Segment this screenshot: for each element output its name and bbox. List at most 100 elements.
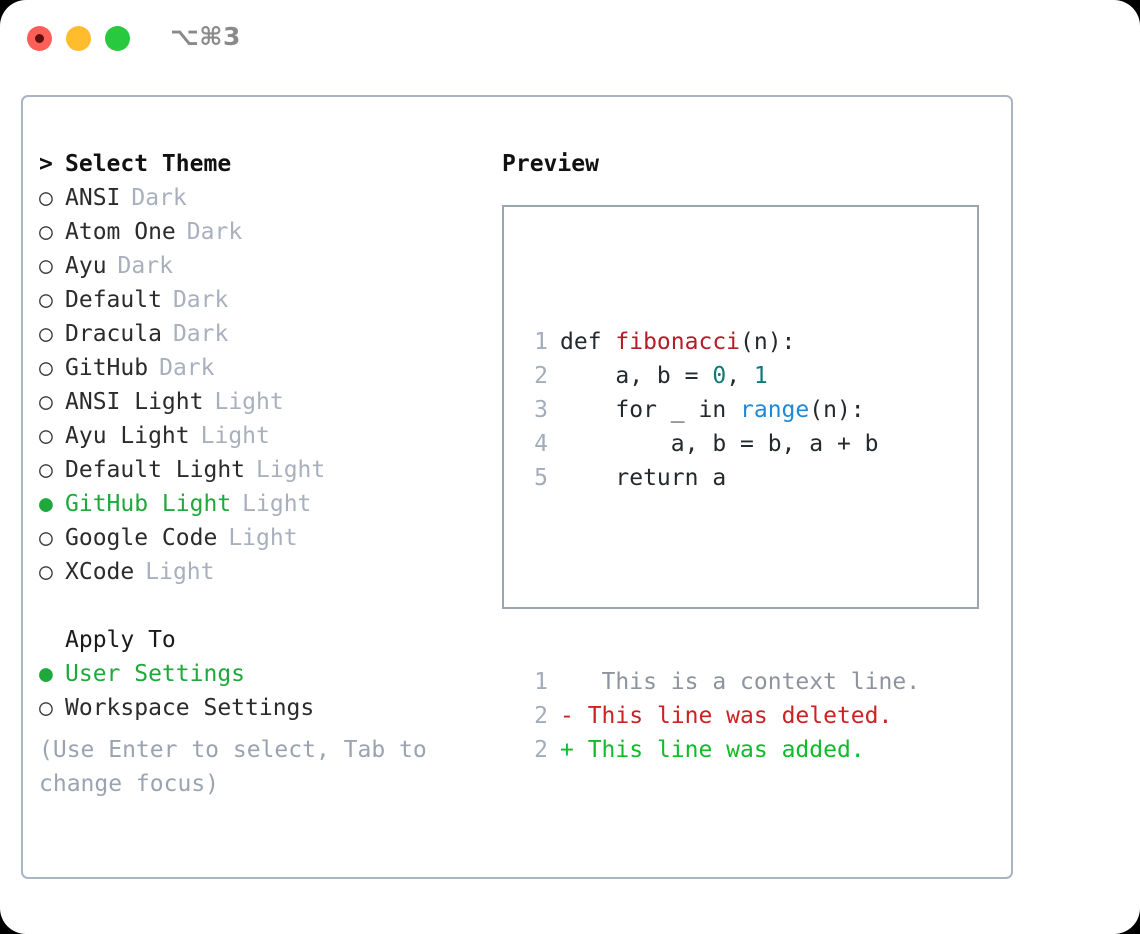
theme-name-label: Ayu (65, 253, 107, 279)
diff-line-text: This is a context line. (560, 665, 921, 699)
theme-variant-badge: Dark (172, 321, 229, 347)
maximize-button-icon[interactable] (105, 26, 130, 51)
diff-line: 2 + This line was added. (522, 733, 920, 767)
radio-unselected-icon: ○ (39, 457, 53, 483)
diff-sign: + (560, 737, 574, 763)
theme-variant-badge: Light (200, 423, 270, 449)
radio-unselected-icon: ○ (39, 185, 53, 211)
token-plain: , (726, 363, 754, 389)
line-number: 2 (534, 737, 548, 763)
code-line-text: for _ in range(n): (560, 393, 865, 427)
token-plain: (n): (740, 329, 796, 355)
token-function: fibonacci (615, 329, 741, 355)
theme-list-item[interactable]: ○ Atom One Dark (39, 215, 499, 249)
radio-selected-icon: ● (39, 661, 53, 687)
diff-text: This line was deleted. (573, 703, 893, 729)
theme-variant-badge: Light (256, 457, 326, 483)
theme-variant-badge: Light (214, 389, 284, 415)
diff-text: This is a context line. (573, 669, 921, 695)
minimize-button-icon[interactable] (66, 26, 91, 51)
token-number: 0 (712, 363, 727, 389)
theme-name-label: ANSI Light (65, 389, 204, 415)
theme-name-label: Dracula (65, 321, 162, 347)
line-number: 2 (534, 703, 548, 729)
token-plain: for _ in (560, 397, 741, 423)
keyboard-shortcut-label: ⌥⌘3 (170, 22, 241, 51)
token-builtin: range (740, 397, 810, 423)
radio-unselected-icon: ○ (39, 695, 53, 721)
theme-name-label: Default Light (65, 457, 246, 483)
radio-selected-icon: ● (39, 491, 53, 517)
diff-line-text: + This line was added. (560, 733, 865, 767)
code-line: 3 for _ in range(n): (522, 393, 920, 427)
diff-sign: - (560, 703, 574, 729)
caret-icon: > (39, 151, 53, 177)
code-line-text: def fibonacci(n): (560, 325, 795, 359)
apply-to-label: User Settings (65, 661, 246, 687)
apply-to-item[interactable]: ● User Settings (39, 657, 499, 691)
theme-variant-badge: Dark (131, 185, 187, 211)
theme-name-label: Atom One (65, 219, 176, 245)
theme-variant-badge: Dark (159, 355, 215, 381)
diff-sign (560, 669, 574, 695)
line-number: 3 (534, 397, 548, 423)
diff-line: 1 This is a context line. (522, 665, 920, 699)
diff-sample: 1 This is a context line.2- This line wa… (522, 665, 920, 767)
theme-list-item[interactable]: ○ Dracula Dark (39, 317, 499, 351)
code-line-text: return a (560, 461, 726, 495)
token-plain: def (560, 329, 616, 355)
token-plain: a, b = (560, 363, 713, 389)
code-diff-gap (522, 563, 920, 597)
theme-variant-badge: Light (228, 525, 298, 551)
apply-to-list: ● User Settings ○ Workspace Settings (39, 657, 499, 725)
radio-unselected-icon: ○ (39, 253, 53, 279)
select-theme-heading-label: Select Theme (65, 151, 232, 177)
code-line-text: a, b = b, a + b (560, 427, 879, 461)
preview-heading: Preview (502, 151, 599, 177)
line-number: 5 (534, 465, 548, 491)
close-button-icon[interactable] (27, 26, 52, 51)
theme-variant-badge: Dark (172, 287, 229, 313)
code-line-text: a, b = 0, 1 (560, 359, 767, 393)
theme-variant-badge: Light (145, 559, 215, 585)
apply-to-marker-placeholder: ○ (39, 623, 65, 657)
theme-list-item[interactable]: ○ Default Dark (39, 283, 499, 317)
apply-to-heading-label: Apply To (65, 627, 176, 653)
radio-unselected-icon: ○ (39, 219, 53, 245)
theme-name-label: XCode (65, 559, 135, 585)
diff-line: 2- This line was deleted. (522, 699, 920, 733)
code-line: 2 a, b = 0, 1 (522, 359, 920, 393)
theme-name-label: Default (65, 287, 162, 313)
token-plain: (n): (809, 397, 865, 423)
theme-name-label: ANSI (65, 185, 121, 211)
traffic-lights (27, 26, 130, 51)
theme-name-label: Ayu Light (65, 423, 190, 449)
radio-unselected-icon: ○ (39, 287, 53, 313)
theme-list-item[interactable]: ○ ANSI Dark (39, 181, 499, 215)
close-dot-icon (35, 34, 44, 43)
code-line: 4 a, b = b, a + b (522, 427, 920, 461)
theme-list-item[interactable]: ○ Default Light Light (39, 453, 499, 487)
apply-to-item[interactable]: ○ Workspace Settings (39, 691, 499, 725)
apply-to-label: Workspace Settings (65, 695, 315, 721)
diff-line-text: - This line was deleted. (560, 699, 892, 733)
radio-unselected-icon: ○ (39, 355, 53, 381)
section-spacer (39, 589, 499, 623)
theme-variant-badge: Dark (186, 219, 243, 245)
radio-unselected-icon: ○ (39, 321, 53, 347)
code-line: 5 return a (522, 461, 920, 495)
